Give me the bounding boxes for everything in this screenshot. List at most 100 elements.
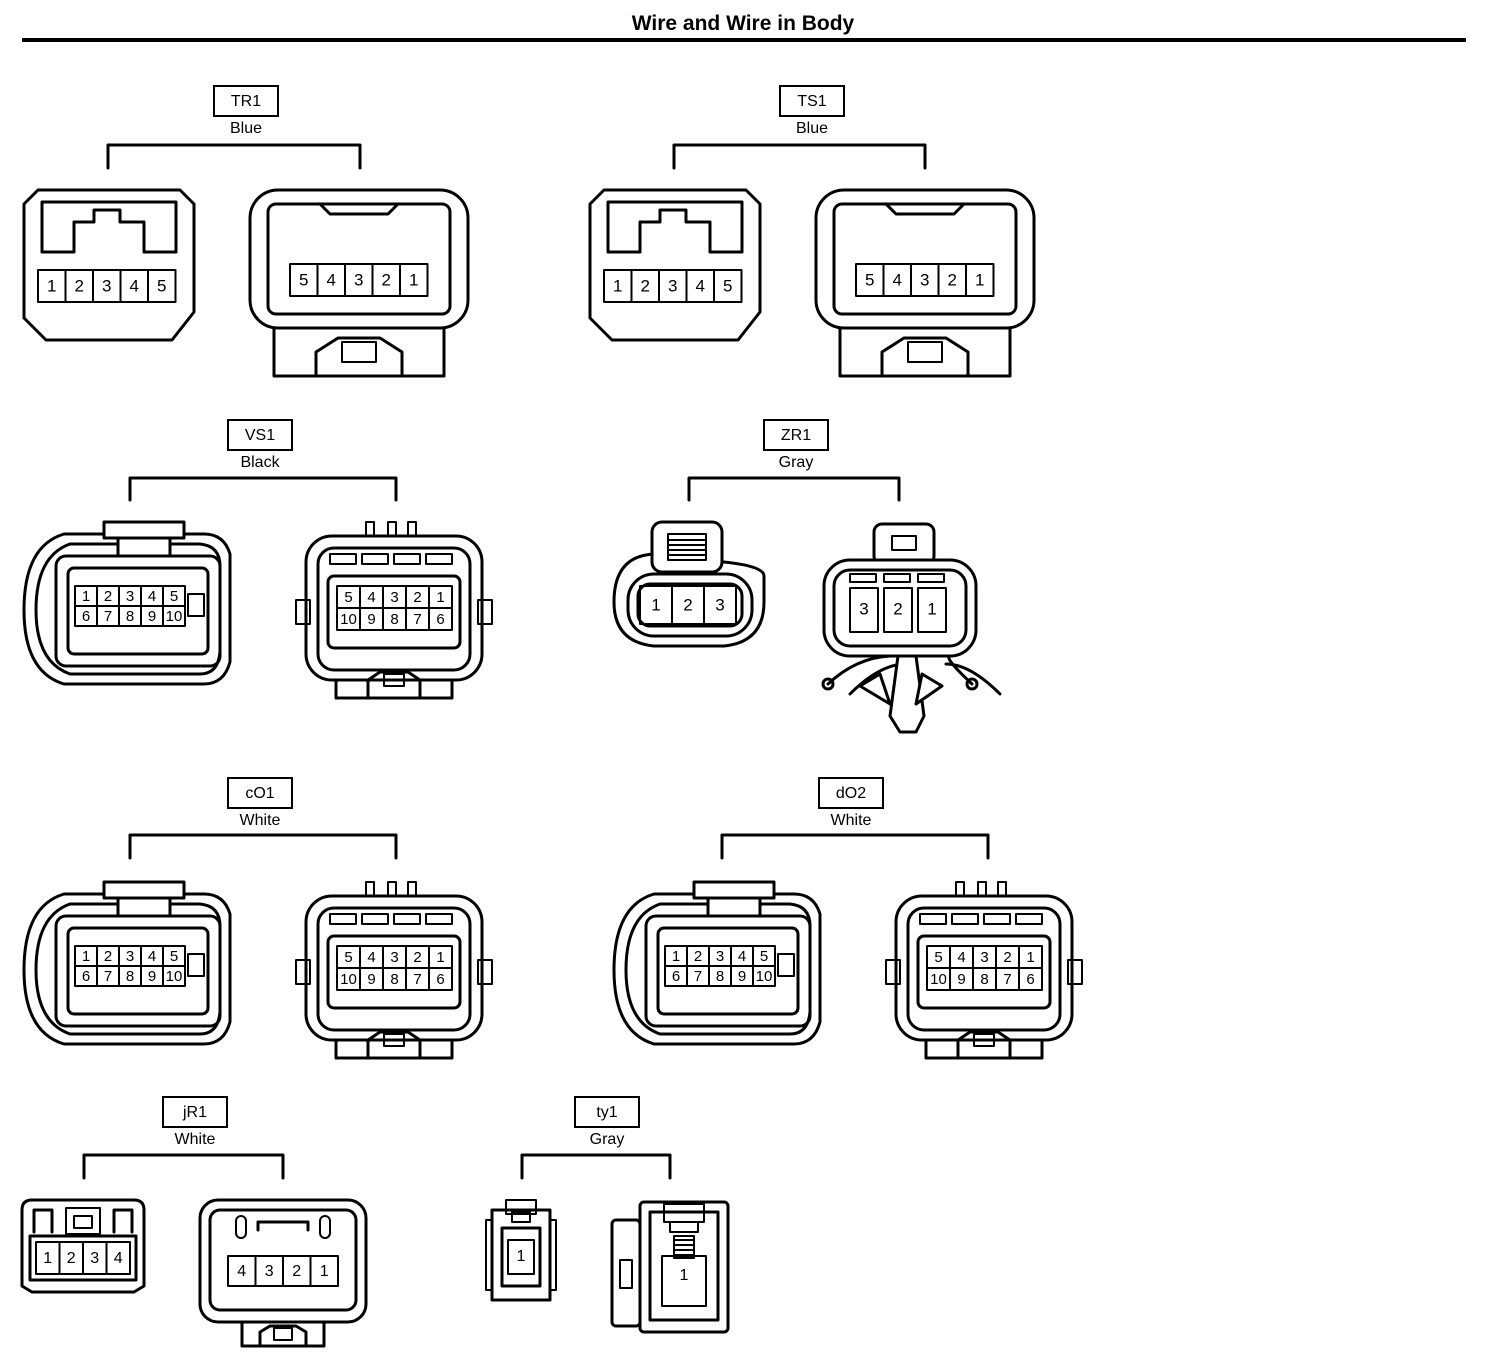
pin-number: 3: [265, 1263, 274, 1280]
outer-seal: [624, 902, 812, 1036]
terminal-tab: [387, 521, 397, 537]
connector-color: White: [831, 812, 872, 829]
pin-number: 8: [390, 971, 398, 988]
lock-tab: [383, 673, 405, 687]
pin-cell: [883, 587, 913, 633]
connector-id-box: [227, 419, 293, 451]
pin-number: 2: [413, 949, 421, 966]
pin-cell: [1018, 967, 1043, 991]
pin-number: 3: [390, 949, 398, 966]
inner-frame: [208, 1208, 358, 1312]
pin-number: 1: [47, 276, 56, 295]
lock: [880, 336, 970, 378]
inner-frame: [266, 202, 452, 316]
pin-number: 8: [390, 611, 398, 628]
outer-seal: [316, 546, 472, 672]
pin-number: 5: [344, 589, 352, 606]
pin-number: 5: [723, 276, 732, 295]
pin-number: 1: [82, 948, 90, 965]
pin-number: 4: [957, 949, 965, 966]
notch: [256, 1220, 310, 1232]
inner-frame: [832, 568, 968, 648]
pin-cell: [507, 1239, 535, 1275]
pin-number: 2: [641, 276, 650, 295]
connector-color: Gray: [590, 1131, 625, 1148]
connector-id: dO2: [836, 785, 866, 802]
pin-number: 2: [893, 599, 902, 618]
pin-number: 9: [148, 608, 156, 625]
pair-bracket: [520, 1153, 672, 1180]
pin-number: 1: [927, 599, 936, 618]
slot: [425, 913, 453, 925]
inner-frame: [54, 914, 222, 1028]
guide: [235, 1215, 247, 1239]
pin-cell: [309, 1255, 339, 1287]
notch: [884, 202, 966, 216]
latch-body: [706, 896, 762, 918]
connector-id-box: [213, 85, 279, 117]
pin-number: 3: [90, 1250, 99, 1267]
lock: [956, 1030, 1012, 1060]
latch: [102, 880, 186, 900]
pin-number: 1: [613, 276, 622, 295]
pin-number: 5: [865, 270, 874, 289]
connector-id-box: [162, 1096, 228, 1128]
slot: [1015, 913, 1043, 925]
inner-frame: [28, 1234, 138, 1282]
pin-number: 9: [957, 971, 965, 988]
pin-number: 1: [651, 595, 660, 614]
side-key: [777, 953, 795, 977]
left-ear: [295, 599, 311, 625]
latch-window: [73, 1215, 93, 1229]
connector-color: Blue: [796, 120, 828, 137]
pin-number: 10: [930, 971, 947, 988]
pin-number: 5: [760, 948, 768, 965]
pin-number: 6: [436, 611, 444, 628]
pin-cell: [917, 587, 947, 633]
connector-right-view: 1: [610, 1200, 730, 1334]
pin-number: 9: [148, 968, 156, 985]
side-lock: [610, 1218, 642, 1328]
latch: [872, 522, 936, 566]
pin-number: 7: [104, 968, 112, 985]
pin-cell: [162, 605, 186, 627]
connector-left-view: 1: [485, 1199, 557, 1302]
pin-number: 6: [82, 608, 90, 625]
outer-seal: [34, 542, 222, 676]
pin-number: 4: [367, 949, 375, 966]
pin-number: 5: [170, 948, 178, 965]
terminal-tab: [387, 881, 397, 897]
lock-tab: [273, 1327, 293, 1341]
pin-number: 8: [716, 968, 724, 985]
pin-number: 9: [367, 611, 375, 628]
connector-id-box: [574, 1096, 640, 1128]
latch-window: [511, 1211, 531, 1223]
terminal-tab: [955, 881, 965, 897]
housing: [22, 188, 196, 342]
pin-number: 5: [934, 949, 942, 966]
pin-number: 1: [975, 270, 984, 289]
slot: [329, 553, 357, 565]
lock-tab: [907, 341, 943, 363]
slot: [361, 913, 389, 925]
pin-number: 7: [1003, 971, 1011, 988]
latch: [65, 1207, 101, 1235]
pin-number: 4: [148, 948, 156, 965]
pin-number: 10: [340, 611, 357, 628]
latch-window: [667, 533, 707, 561]
pin-number: 1: [436, 589, 444, 606]
